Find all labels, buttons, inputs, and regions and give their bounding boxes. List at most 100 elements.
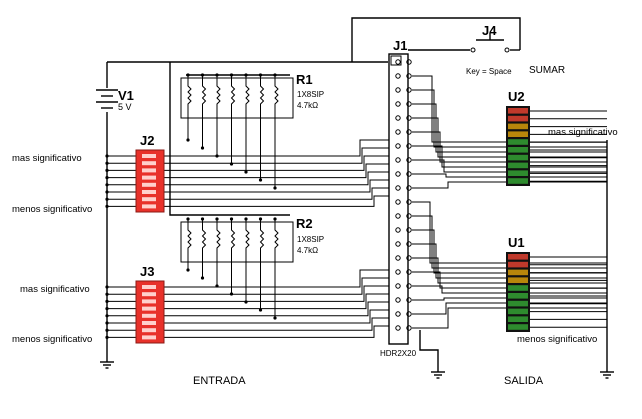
j2-dip-slider bbox=[142, 190, 156, 194]
j1-pin-left bbox=[395, 101, 401, 107]
led-bargraphs bbox=[506, 106, 530, 332]
r2-resistor bbox=[259, 219, 265, 262]
j2-output-wire bbox=[164, 179, 389, 193]
resistor-networks bbox=[186, 73, 279, 262]
u1-led-segment bbox=[508, 285, 528, 291]
r1-value: 4.7kΩ bbox=[297, 101, 318, 110]
u1-led-segment bbox=[508, 308, 528, 315]
u2-led-segment bbox=[508, 170, 528, 176]
j3-dip-slider bbox=[142, 335, 156, 340]
r2-tap bbox=[200, 276, 205, 280]
u2-led-segment bbox=[508, 178, 528, 184]
j2-junction bbox=[105, 168, 109, 172]
j1-pin-left bbox=[395, 157, 401, 163]
j1-pin-left bbox=[395, 171, 401, 177]
j3-junction bbox=[105, 285, 109, 289]
sumar-label: SUMAR bbox=[529, 65, 565, 76]
j2-junction bbox=[105, 161, 109, 165]
j1-pin-left bbox=[395, 227, 401, 233]
u2-led-segment bbox=[508, 108, 528, 114]
j1-pin1-marker bbox=[390, 55, 402, 66]
r1-node bbox=[258, 73, 263, 77]
j1-pin-left bbox=[395, 87, 401, 93]
r1-tap bbox=[258, 178, 263, 182]
j3-junction bbox=[105, 299, 109, 303]
j3-output-wire bbox=[164, 269, 389, 288]
j3-msb-label: mas significativo bbox=[20, 284, 90, 295]
j2-junction bbox=[105, 154, 109, 158]
r1-node bbox=[273, 73, 277, 77]
u2-led-segment bbox=[508, 154, 528, 161]
j1-pin-left bbox=[395, 59, 401, 65]
u2-led-segment bbox=[508, 162, 528, 169]
j2-output-wire bbox=[164, 163, 389, 179]
j3-output-wire bbox=[164, 309, 389, 324]
u2-led-segment bbox=[508, 139, 528, 145]
r2-resistor bbox=[187, 219, 192, 262]
u1-led-segment bbox=[508, 269, 528, 276]
j1-ref: J1 bbox=[393, 38, 407, 53]
r1-resistor bbox=[274, 75, 279, 118]
r2-resistor bbox=[245, 219, 250, 262]
j3-junction bbox=[105, 321, 109, 325]
header-pins bbox=[395, 59, 412, 331]
r2-tap bbox=[244, 300, 248, 304]
r2-part: 1X8SIP bbox=[297, 235, 324, 244]
j3-output-wire bbox=[164, 301, 389, 317]
j3-junction bbox=[105, 292, 109, 296]
r2-node bbox=[273, 217, 277, 221]
r2-tap bbox=[186, 268, 190, 272]
u1-led-segment bbox=[508, 293, 528, 299]
r2-tap bbox=[229, 292, 234, 296]
j3-output-wire bbox=[164, 325, 389, 338]
j3-dip-body bbox=[135, 280, 165, 344]
r1-node bbox=[186, 73, 190, 77]
j3-output-wire bbox=[164, 317, 389, 331]
r2-tap bbox=[215, 284, 219, 288]
v1-ref: V1 bbox=[118, 88, 134, 103]
r2-tap bbox=[258, 308, 263, 312]
r1-resistor bbox=[216, 75, 221, 118]
j3-dip-slider bbox=[142, 285, 156, 289]
r2-tap bbox=[273, 316, 277, 320]
j2-output-wire bbox=[164, 187, 389, 200]
u1-led-segment bbox=[508, 316, 528, 322]
r2-node bbox=[244, 217, 248, 221]
r2-node bbox=[229, 217, 234, 221]
wiring bbox=[106, 17, 608, 372]
pushbutton-j4-symbol[interactable] bbox=[470, 33, 510, 53]
r1-node bbox=[229, 73, 234, 77]
j1-pin-left bbox=[395, 255, 401, 261]
u2-msb-label: mas significativo bbox=[548, 127, 618, 138]
j2-dip-slider bbox=[142, 204, 156, 209]
r2-resistor bbox=[216, 219, 221, 262]
r1-tap bbox=[200, 146, 205, 150]
u1-led-segment bbox=[508, 254, 528, 260]
r1-node bbox=[244, 73, 248, 77]
u1-led-segment bbox=[508, 300, 528, 307]
j4-ref: J4 bbox=[482, 23, 497, 38]
r1-part: 1X8SIP bbox=[297, 90, 324, 99]
u1-ref: U1 bbox=[508, 235, 525, 250]
r1-package bbox=[180, 77, 294, 119]
r1-resistor bbox=[187, 75, 192, 118]
j3-output-wire bbox=[164, 285, 389, 302]
r2-resistor bbox=[274, 219, 279, 262]
j3-output-wire bbox=[164, 293, 389, 310]
j2-ref: J2 bbox=[140, 133, 154, 148]
j2-junction bbox=[105, 183, 109, 187]
j2-junction bbox=[105, 204, 109, 208]
r1-node bbox=[200, 73, 205, 77]
r1-tap bbox=[186, 138, 190, 142]
j2-msb-label: mas significativo bbox=[12, 153, 82, 164]
j3-ref: J3 bbox=[140, 264, 154, 279]
j2-dip-slider bbox=[142, 175, 156, 180]
j3-lsb-label: menos significativo bbox=[12, 334, 92, 345]
u2-ref: U2 bbox=[508, 89, 525, 104]
j1-pin-left bbox=[395, 325, 401, 331]
battery-v1-symbol bbox=[96, 89, 118, 109]
j1-pin-left bbox=[395, 115, 401, 121]
r1-node bbox=[215, 73, 219, 77]
r2-node bbox=[258, 217, 263, 221]
